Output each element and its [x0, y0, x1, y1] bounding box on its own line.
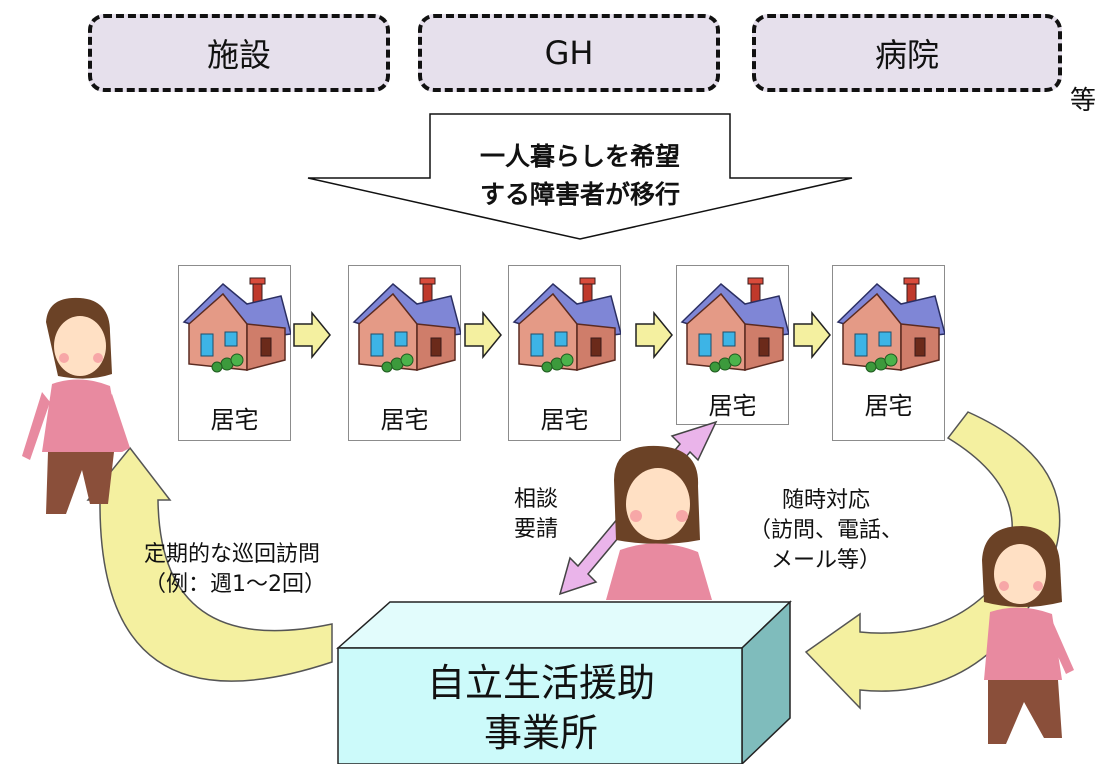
patrol-line-2: （例：週1～2回）	[144, 572, 326, 597]
small-right-arrow-icon	[635, 310, 673, 360]
small-right-arrow-icon	[793, 310, 831, 360]
transition-line-1: 一人暮らしを希望	[479, 142, 680, 171]
home-card-4: 居宅	[676, 265, 789, 425]
request-label: 相談 要請	[514, 485, 574, 545]
person-center-icon	[606, 445, 712, 600]
response-line-3: メール等）	[770, 548, 881, 573]
home-card-2: 居宅	[348, 265, 461, 441]
left-curved-arrow	[86, 446, 333, 682]
office-line-1: 自立生活援助	[426, 661, 655, 705]
home-card-1: 居宅	[178, 265, 291, 441]
office-line-2: 事業所	[483, 711, 598, 755]
hospital-label: 病院	[874, 36, 939, 74]
office-label: 自立生活援助 事業所	[338, 658, 744, 758]
home-label-5: 居宅	[864, 392, 913, 420]
home-label-1: 居宅	[210, 406, 259, 434]
small-right-arrow-icon	[464, 310, 502, 360]
home-label-3: 居宅	[540, 406, 589, 434]
office-box	[336, 600, 792, 764]
etc-label: 等	[1070, 86, 1097, 116]
person-right-icon	[982, 526, 1074, 744]
patrol-line-1: 定期的な巡回訪問	[144, 542, 321, 567]
response-line-2: （訪問、電話、	[748, 518, 903, 543]
request-line-1: 相談	[514, 487, 559, 512]
hospital-box: 病院	[752, 14, 1062, 92]
home-card-5: 居宅	[832, 265, 945, 441]
home-label-2: 居宅	[380, 406, 429, 434]
transition-arrow	[307, 113, 853, 240]
facility-box: 施設	[88, 14, 390, 92]
home-label-4: 居宅	[708, 392, 757, 420]
request-line-2: 要請	[514, 517, 559, 542]
transition-line-2: する障害者が移行	[479, 180, 680, 209]
response-line-1: 随時対応	[781, 488, 870, 513]
patrol-label: 定期的な巡回訪問 （例：週1～2回）	[144, 540, 424, 600]
home-card-3: 居宅	[508, 265, 621, 441]
transition-label: 一人暮らしを希望 する障害者が移行	[430, 138, 730, 214]
group-home-label: GH	[544, 34, 594, 72]
facility-label: 施設	[206, 36, 271, 74]
group-home-box: GH	[418, 14, 720, 92]
response-label: 随時対応 （訪問、電話、 メール等）	[736, 486, 916, 576]
small-right-arrow-icon	[293, 310, 331, 360]
person-left-icon	[22, 297, 130, 514]
